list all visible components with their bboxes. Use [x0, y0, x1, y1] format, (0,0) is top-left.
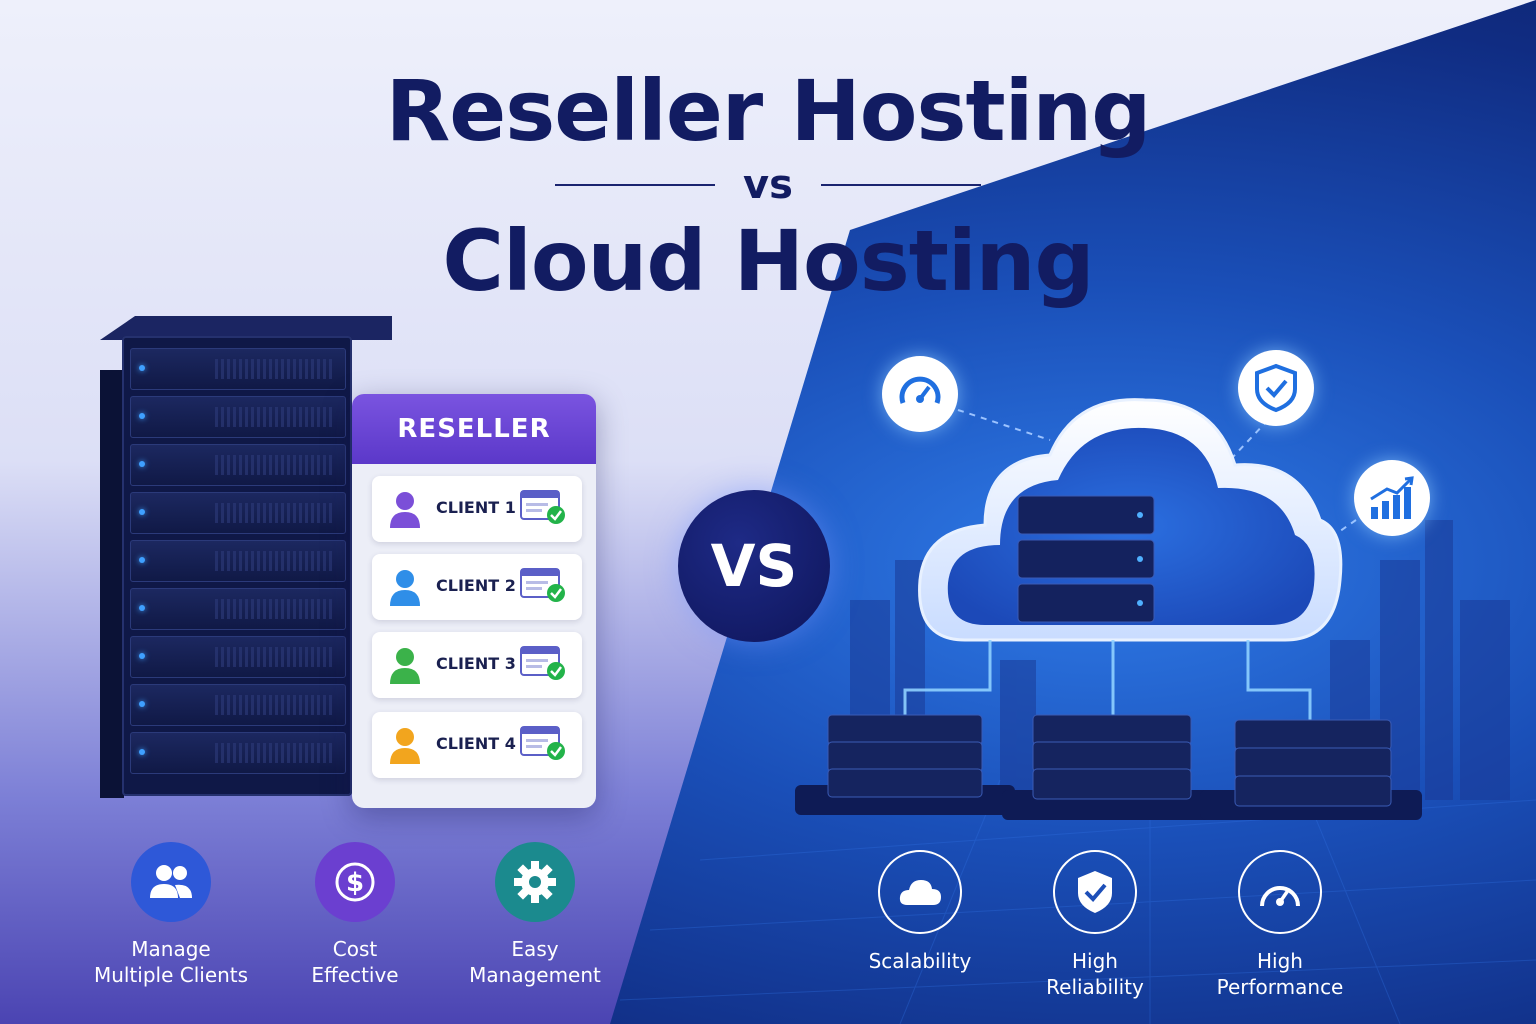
- website-check-icon: [520, 726, 565, 760]
- server-rack: [122, 336, 352, 796]
- cloud-icon: [878, 850, 962, 934]
- user-avatar-icon: [390, 648, 420, 684]
- rack-unit: [130, 540, 346, 582]
- divider-line-right: [820, 184, 981, 186]
- client-card: CLIENT 2: [372, 554, 582, 620]
- rack-unit: [130, 636, 346, 678]
- gear-icon: [495, 842, 575, 922]
- growth-chart-icon: [1354, 460, 1430, 536]
- feature-line2: Multiple Clients: [93, 963, 249, 987]
- title-vs-row: vs: [0, 160, 1536, 210]
- shield-check-icon: [1053, 850, 1137, 934]
- title-cloud-hosting: Cloud Hosting: [442, 212, 1094, 310]
- client-label: CLIENT 1: [436, 498, 516, 517]
- vs-badge: VS: [678, 490, 830, 642]
- feature-line1: High: [1072, 949, 1118, 973]
- rack-unit: [130, 732, 346, 774]
- server-stack-center: [1002, 714, 1222, 820]
- reseller-panel: RESELLER CLIENT 1 CLIENT 2 CLIENT 3 CLIE…: [352, 394, 596, 808]
- feature-line2: Management: [469, 963, 601, 987]
- rack-side: [100, 370, 124, 798]
- feature-cost-effective: $ Cost Effective: [280, 842, 430, 988]
- divider-line-left: [555, 184, 716, 186]
- rack-unit: [130, 444, 346, 486]
- feature-high-reliability: High Reliability: [1030, 850, 1160, 1000]
- website-check-icon: [520, 490, 565, 524]
- users-icon: [131, 842, 211, 922]
- feature-line1: Manage: [131, 937, 211, 961]
- speedometer-icon: [882, 356, 958, 432]
- feature-high-performance: High Performance: [1210, 850, 1350, 1000]
- feature-line2: Reliability: [1046, 975, 1144, 999]
- client-card: CLIENT 3: [372, 632, 582, 698]
- title-reseller-hosting: Reseller Hosting: [385, 62, 1152, 160]
- server-stack-right: [1200, 719, 1422, 820]
- reseller-panel-header: RESELLER: [352, 394, 596, 464]
- shield-check-icon: [1238, 350, 1314, 426]
- website-check-icon: [520, 568, 565, 602]
- website-check-icon: [520, 646, 565, 680]
- client-label: CLIENT 2: [436, 576, 516, 595]
- user-avatar-icon: [390, 492, 420, 528]
- client-label: CLIENT 4: [436, 734, 516, 753]
- rack-unit: [130, 492, 346, 534]
- dollar-icon: $: [315, 842, 395, 922]
- feature-easy-management: Easy Management: [460, 842, 610, 988]
- client-card: CLIENT 1: [372, 476, 582, 542]
- rack-unit: [130, 396, 346, 438]
- feature-line1: Easy: [511, 937, 559, 961]
- rack-unit: [130, 348, 346, 390]
- cloud-server-stack: [1017, 495, 1155, 623]
- client-label: CLIENT 3: [436, 654, 516, 673]
- server-stack-left: [795, 714, 1015, 815]
- feature-line2: Scalability: [868, 949, 972, 973]
- feature-line1: Cost: [332, 937, 378, 961]
- user-avatar-icon: [390, 570, 420, 606]
- feature-manage-multiple-clients: Manage Multiple Clients: [86, 842, 256, 988]
- rack-unit: [130, 684, 346, 726]
- svg-text:$: $: [346, 868, 364, 898]
- feature-scalability: Scalability: [850, 850, 990, 974]
- speedometer-icon: [1238, 850, 1322, 934]
- feature-line1: High: [1257, 949, 1303, 973]
- rack-unit: [130, 588, 346, 630]
- user-avatar-icon: [390, 728, 420, 764]
- title-vs: vs: [743, 162, 793, 208]
- feature-line2: Performance: [1216, 975, 1344, 999]
- client-card: CLIENT 4: [372, 712, 582, 778]
- feature-line2: Effective: [311, 963, 399, 987]
